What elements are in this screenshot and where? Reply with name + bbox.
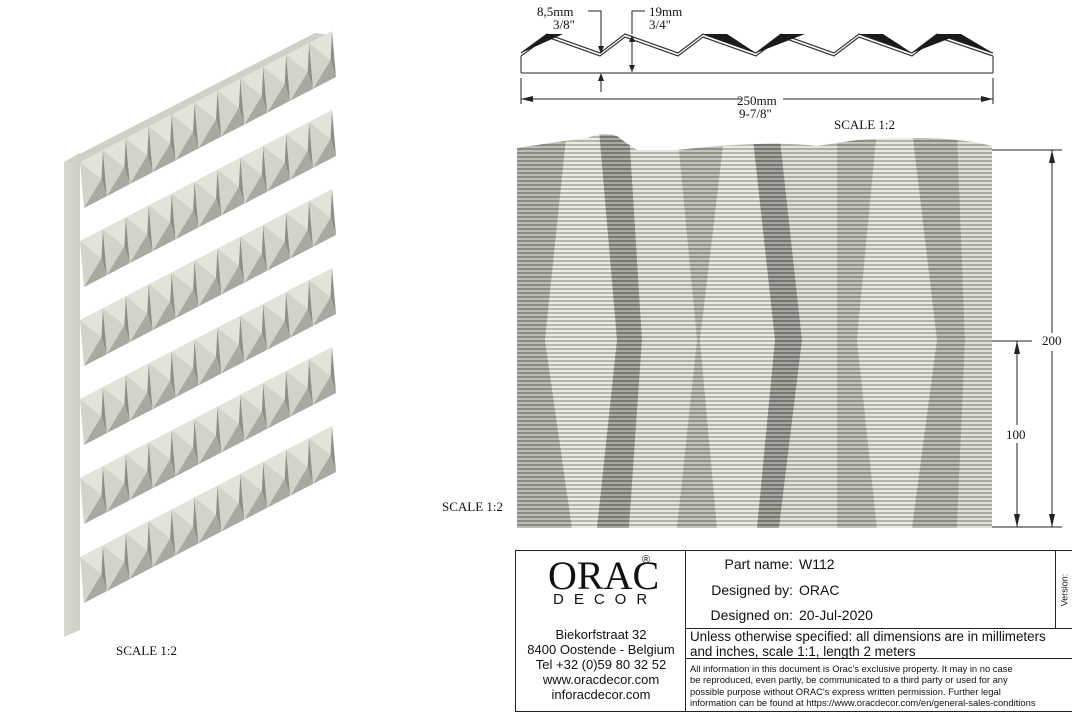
company-address: Biekorfstraat 32 8400 Oostende - Belgium… [516,627,686,702]
isometric-view [60,25,380,640]
brand-sub: DECOR [553,591,658,608]
profile-depth-mm: 8,5mm [537,4,574,19]
designed-on-label: Designed on: [710,607,793,623]
website-link[interactable]: www.oracdecor.com [542,672,660,687]
front-dim-200: 200 [1042,333,1062,348]
email-link[interactable]: inforacdecor.com [551,687,651,702]
isometric-panel-render [64,30,336,637]
profile-drawing [520,10,994,104]
address-line: 8400 Oostende - Belgium [527,642,675,657]
address-line: Tel +32 (0)59 80 32 52 [535,657,667,672]
profile-width-in: 9-7/8" [739,106,772,121]
front-dimensions [992,145,1072,530]
address-line: Biekorfstraat 32 [555,627,647,642]
designed-by-value: ORAC [799,582,840,598]
title-block: ORAC ® DECOR Biekorfstraat 32 8400 Ooste… [515,550,1072,712]
registered-mark: ® [642,554,651,566]
legal-notice: All information in this document is Orac… [690,663,1036,709]
profile-height-in: 3/4" [649,17,671,32]
profile-view [515,0,995,112]
front-dim-100: 100 [1006,427,1026,442]
version-label: Version: [1059,573,1070,607]
designed-on-value: 20-Jul-2020 [799,607,873,623]
logo-cell: ORAC ® DECOR Biekorfstraat 32 8400 Ooste… [516,551,686,711]
profile-scale-label: SCALE 1:2 [834,117,896,132]
profile-height-mm: 19mm [649,4,683,19]
version-cell: Version: [1056,551,1072,629]
iso-scale-label: SCALE 1:2 [116,643,178,658]
part-fields: Part name: W112 Designed by: ORAC Design… [686,551,1056,629]
front-view [517,130,992,528]
profile-width-mm: 250mm [737,93,777,108]
profile-depth-in: 3/8" [553,17,575,32]
designed-by-label: Designed by: [711,582,793,598]
dimension-note: Unless otherwise specified: all dimensio… [686,629,1072,659]
part-name-label: Part name: [724,556,793,572]
front-scale-label: SCALE 1:2 [442,499,504,514]
part-name-value: W112 [799,556,835,572]
front-panel-render [517,134,992,528]
brand-logo: ORAC [548,553,660,598]
